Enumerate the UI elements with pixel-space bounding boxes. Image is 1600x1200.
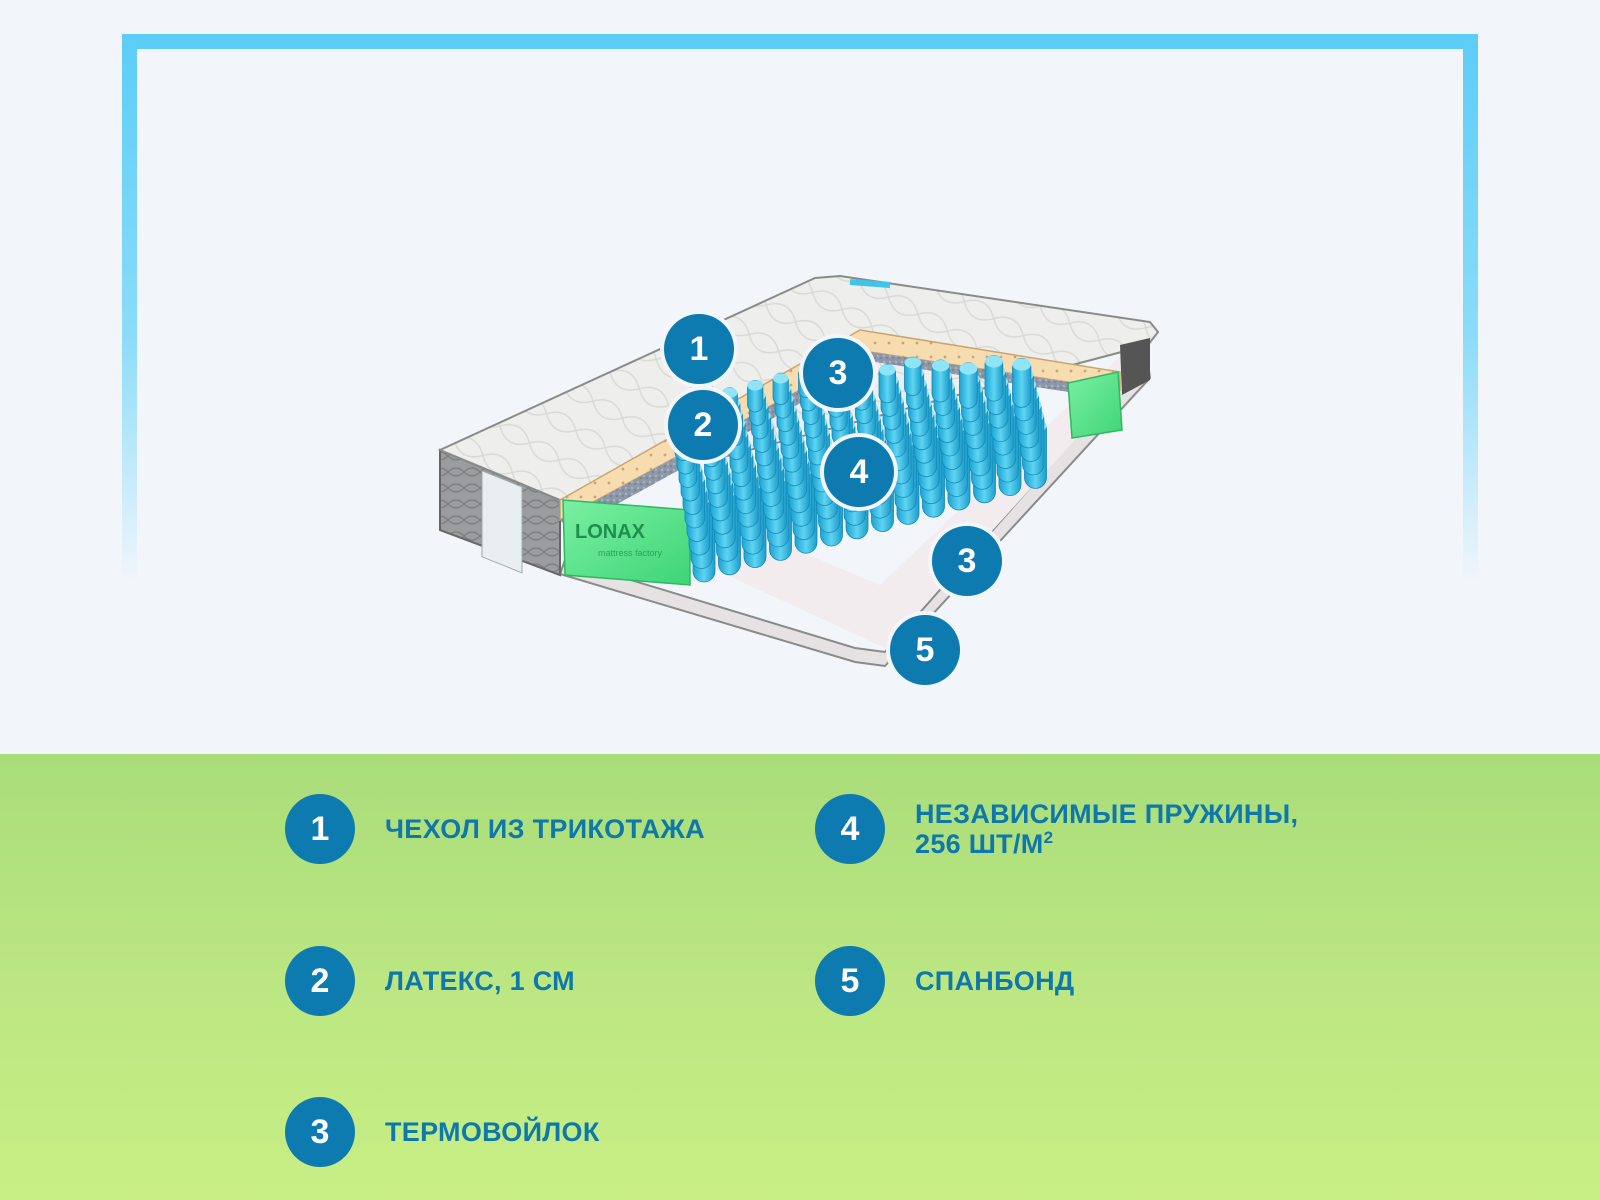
foam-logo-text: LONAX: [575, 521, 646, 543]
legend-label-4-superscript: 2: [1043, 828, 1054, 847]
legend-number-4: 4: [815, 794, 885, 864]
foam-block-front: [562, 499, 691, 586]
marker-4: 4: [824, 437, 894, 507]
legend-label-4-line1: НЕЗАВИСИМЫЕ ПРУЖИНЫ,: [915, 799, 1299, 829]
marker-2: 2: [668, 390, 738, 460]
spring-coil: [959, 362, 978, 409]
spring-top: [722, 387, 738, 398]
legend-item-3: 3 ТЕРМОВОЙЛОК: [285, 1097, 600, 1167]
legend-number-3: 3: [285, 1097, 355, 1167]
spring-top: [773, 373, 789, 384]
spring-top: [879, 364, 896, 376]
spring-top: [985, 355, 1003, 368]
foam-logo-tagline: mattress factory: [598, 548, 663, 558]
legend-label-4-value: 256 ШТ/М: [915, 829, 1044, 859]
legend-number-2: 2: [285, 946, 355, 1016]
legend-label-4-line2: 256 ШТ/М2: [915, 829, 1298, 859]
legend-label-1: ЧЕХОЛ ИЗ ТРИКОТАЖА: [385, 814, 705, 844]
legend-label-5: СПАНБОНД: [915, 966, 1075, 996]
legend-number-1: 1: [285, 794, 355, 864]
frame-top-border: [122, 34, 1478, 49]
legend-item-5: 5 СПАНБОНД: [815, 946, 1074, 1016]
label-tag: [481, 470, 523, 574]
spring-top: [747, 380, 763, 391]
marker-3-bottom: 3: [932, 526, 1002, 596]
legend-label-2: ЛАТЕКС, 1 СМ: [385, 966, 575, 996]
legend-item-1: 1 ЧЕХОЛ ИЗ ТРИКОТАЖА: [285, 794, 705, 864]
marker-1: 1: [664, 314, 734, 384]
marker-3-top: 3: [803, 338, 873, 408]
legend-item-2: 2 ЛАТЕКС, 1 СМ: [285, 946, 575, 1016]
legend-label-3: ТЕРМОВОЙЛОК: [385, 1117, 600, 1147]
spring-top: [932, 360, 950, 372]
marker-5: 5: [890, 615, 960, 685]
foam-block-back: [1067, 371, 1123, 439]
spring-top: [959, 362, 978, 375]
legend-number-5: 5: [815, 946, 885, 1016]
frame-left-border: [122, 34, 137, 584]
spring-top: [1012, 358, 1031, 371]
legend-item-4: 4 НЕЗАВИСИМЫЕ ПРУЖИНЫ, 256 ШТ/М2: [815, 794, 1298, 864]
frame-right-border: [1463, 34, 1478, 584]
mattress-cutaway-illustration: LONAX mattress factory: [437, 274, 1160, 668]
legend-label-4: НЕЗАВИСИМЫЕ ПРУЖИНЫ, 256 ШТ/М2: [915, 799, 1298, 859]
cover-logo-strip: [849, 279, 891, 288]
mattress-back-side: [1120, 338, 1150, 395]
legend-panel: 1 ЧЕХОЛ ИЗ ТРИКОТАЖА 2 ЛАТЕКС, 1 СМ 3 ТЕ…: [0, 754, 1600, 1200]
base-edge: [690, 330, 1148, 648]
spring-top: [904, 357, 922, 369]
product-illustration-area: LONAX mattress factory 1 2 3 4 3 5: [122, 34, 1478, 685]
